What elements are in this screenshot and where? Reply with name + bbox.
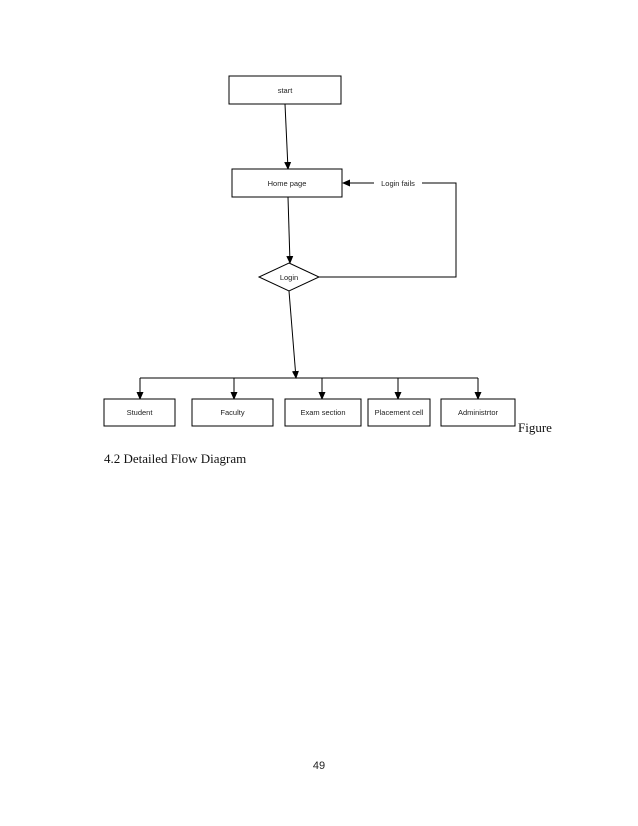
start-node: start (228, 75, 342, 105)
home-page-node: Home page (231, 168, 343, 198)
start-label: start (278, 86, 294, 95)
login-decision-node: Login (257, 262, 321, 292)
student-node: Student (103, 398, 176, 427)
figure-caption-line2: 4.2 Detailed Flow Diagram (104, 451, 247, 466)
administrator-label: Administrtor (458, 408, 499, 417)
login-fails-label-bg (374, 178, 422, 188)
page-number: 49 (312, 760, 326, 772)
student-label: Student (127, 408, 154, 417)
faculty-node: Faculty (191, 398, 274, 427)
edge-login-to-branch (288, 290, 299, 379)
exam-section-label: Exam section (300, 408, 345, 417)
edge-start-to-home (284, 103, 292, 170)
exam-section-node: Exam section (284, 398, 362, 427)
faculty-label: Faculty (220, 408, 244, 417)
edge-home-to-login (286, 196, 294, 264)
placement-cell-label: Placement cell (375, 408, 424, 417)
administrator-node: Administrtor (440, 398, 516, 427)
placement-cell-node: Placement cell (367, 398, 431, 427)
figure-caption-line1: Figure (518, 420, 552, 435)
login-fails-label: Login fails (381, 179, 415, 188)
login-label: Login (280, 273, 298, 282)
home-page-label: Home page (268, 179, 307, 188)
